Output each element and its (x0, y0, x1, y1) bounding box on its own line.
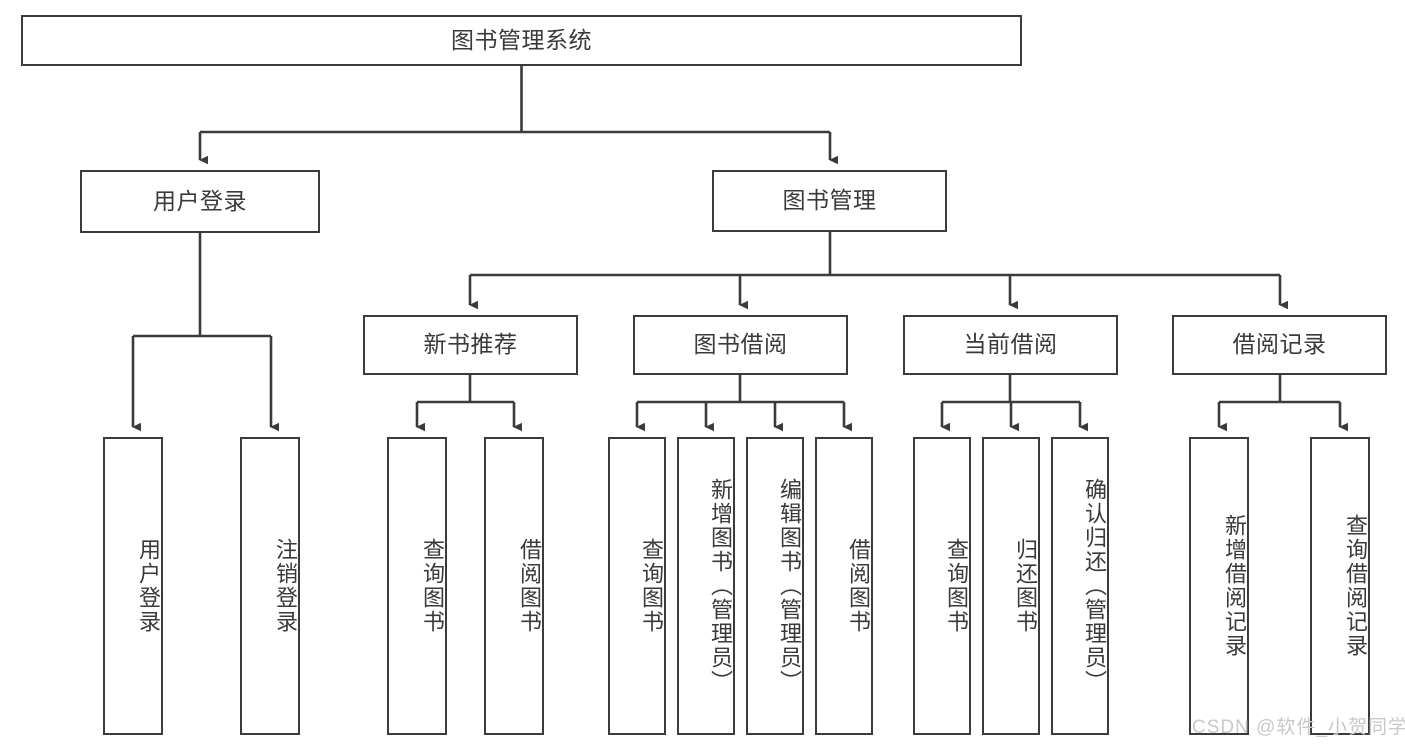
node-label: 用户登录 (136, 538, 161, 634)
node-label: 新书推荐 (423, 331, 518, 358)
csdn-watermark: CSDN @软件_小贺同学 (1192, 717, 1405, 738)
node-user-login[interactable]: 用户登录 (80, 170, 320, 233)
node-label: 查询图书 (639, 538, 664, 634)
node-label: 图书借阅 (693, 331, 788, 358)
node-new-book-recommend[interactable]: 新书推荐 (363, 315, 578, 375)
node-leaf-current-query-book[interactable]: 查询图书 (913, 437, 971, 735)
node-leaf-borrow-borrow-book[interactable]: 借阅图书 (815, 437, 873, 735)
node-label: 查询图书 (420, 538, 445, 634)
node-leaf-borrow-query-book[interactable]: 查询图书 (608, 437, 666, 735)
node-label: 查询借阅记录 (1343, 514, 1368, 658)
node-book-management[interactable]: 图书管理 (712, 170, 947, 232)
node-leaf-current-return-book[interactable]: 归还图书 (982, 437, 1040, 735)
node-leaf-borrow-add-book[interactable]: 新增图书（管理员） (677, 437, 735, 735)
node-label: 借阅图书 (846, 538, 871, 634)
node-leaf-user-login[interactable]: 用户登录 (103, 437, 163, 735)
node-label: 归还图书 (1013, 538, 1038, 634)
node-label: 借阅图书 (517, 538, 542, 634)
node-leaf-borrow-edit-book[interactable]: 编辑图书（管理员） (746, 437, 804, 735)
node-borrow-record[interactable]: 借阅记录 (1172, 315, 1387, 375)
node-label: 新增图书（管理员） (708, 478, 733, 694)
node-label: 用户登录 (153, 187, 247, 214)
node-book-borrow[interactable]: 图书借阅 (633, 315, 848, 375)
node-current-borrow[interactable]: 当前借阅 (903, 315, 1118, 375)
node-leaf-current-confirm-return[interactable]: 确认归还（管理员） (1051, 437, 1109, 735)
node-label: 注销登录 (273, 538, 298, 634)
node-label: 确认归还（管理员） (1082, 478, 1107, 694)
node-label: 当前借阅 (963, 331, 1058, 358)
node-leaf-record-add[interactable]: 新增借阅记录 (1189, 437, 1249, 735)
node-leaf-user-logout[interactable]: 注销登录 (240, 437, 300, 735)
node-label: 图书管理系统 (451, 26, 592, 53)
node-label: 图书管理 (782, 187, 877, 214)
node-label: 新增借阅记录 (1222, 514, 1247, 658)
node-leaf-recommend-borrow-book[interactable]: 借阅图书 (484, 437, 544, 735)
node-label: 编辑图书（管理员） (777, 478, 802, 694)
node-label: 借阅记录 (1232, 331, 1327, 358)
node-root-system[interactable]: 图书管理系统 (21, 15, 1022, 66)
node-leaf-record-query[interactable]: 查询借阅记录 (1310, 437, 1370, 735)
node-leaf-recommend-query-book[interactable]: 查询图书 (387, 437, 447, 735)
node-label: 查询图书 (944, 538, 969, 634)
